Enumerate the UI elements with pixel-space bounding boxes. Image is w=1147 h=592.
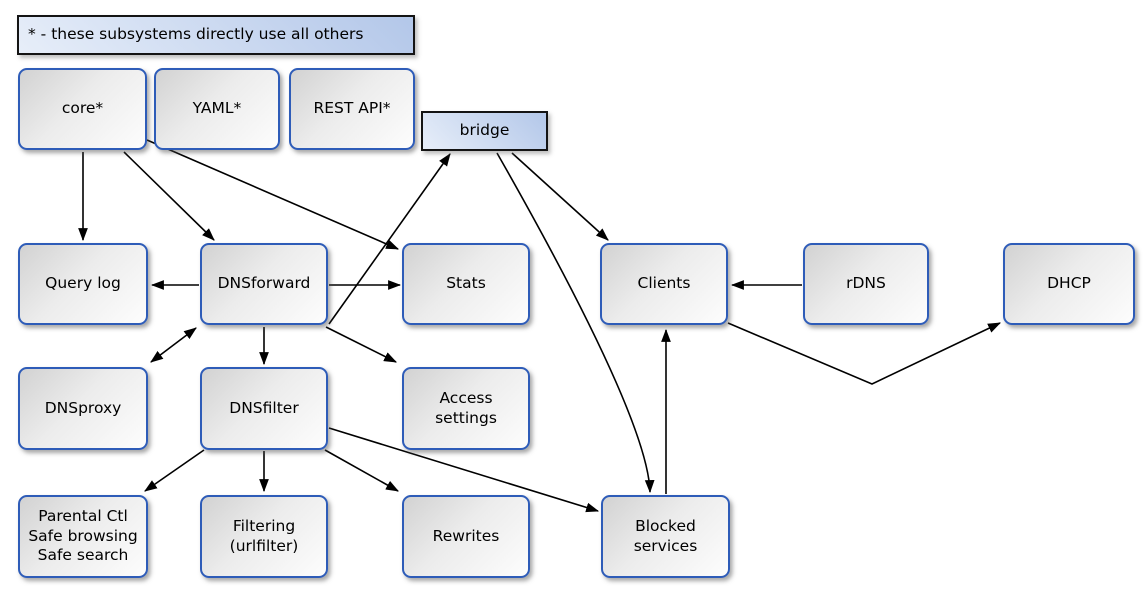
- node-clients: Clients: [600, 243, 728, 325]
- node-bridge: bridge: [421, 111, 548, 151]
- node-query-log: Query log: [18, 243, 148, 325]
- node-parental: Parental Ctl Safe browsing Safe search: [18, 495, 148, 578]
- edge-dnsforward-dnsproxy: [150, 327, 197, 363]
- node-blocked-services: Blocked services: [601, 495, 730, 578]
- node-rest-api: REST API*: [289, 68, 415, 150]
- edge-core-dnsforward: [123, 151, 215, 241]
- node-yaml: YAML*: [154, 68, 280, 150]
- node-core: core*: [18, 68, 147, 150]
- node-stats: Stats: [402, 243, 530, 325]
- node-dnsproxy: DNSproxy: [18, 367, 148, 450]
- node-rdns: rDNS: [803, 243, 929, 325]
- node-dnsfilter: DNSfilter: [200, 367, 328, 450]
- node-filtering: Filtering (urlfilter): [200, 495, 328, 578]
- edge-clients-dhcp: [727, 322, 1001, 385]
- edge-bridge-clients: [511, 152, 609, 241]
- node-dhcp: DHCP: [1003, 243, 1135, 325]
- edge-dnsforward-access-settings: [325, 326, 397, 363]
- node-rewrites: Rewrites: [402, 495, 530, 578]
- edge-core-stats: [146, 139, 399, 250]
- node-dnsforward: DNSforward: [200, 243, 328, 325]
- node-access-settings: Access settings: [402, 367, 530, 450]
- edge-dnsfilter-parental: [144, 449, 205, 492]
- edge-dnsfilter-rewrites: [324, 449, 399, 492]
- legend-note: * - these subsystems directly use all ot…: [17, 15, 415, 55]
